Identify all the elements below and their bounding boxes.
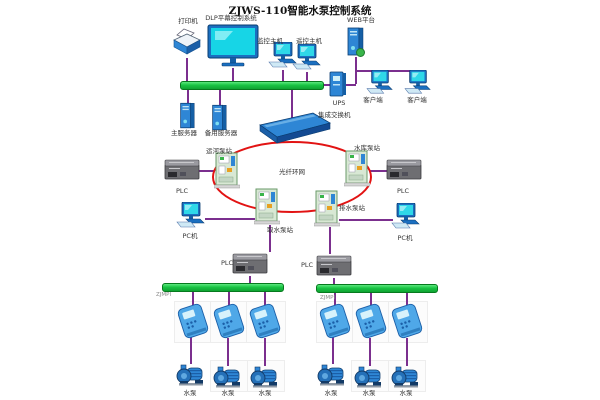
printer-icon xyxy=(171,28,203,58)
connector xyxy=(282,70,284,82)
connector xyxy=(291,88,293,119)
ups-label: UPS xyxy=(332,99,346,107)
field-bus-left-label: ZJMPI xyxy=(156,292,172,298)
connector xyxy=(186,58,188,82)
field-plc-icon-right xyxy=(316,252,352,280)
connector xyxy=(187,88,189,104)
connector xyxy=(369,170,387,172)
client-icon xyxy=(404,70,432,96)
field-plc-left-label: PLC xyxy=(220,259,234,267)
pump-label: 水泵 xyxy=(221,389,235,397)
pump-label: 水泵 xyxy=(258,389,272,397)
pump-label: 水泵 xyxy=(362,389,376,397)
pump-label: 水泵 xyxy=(183,389,197,397)
vfd-icon xyxy=(176,303,210,339)
connector xyxy=(190,336,192,364)
pump-label: 水泵 xyxy=(324,389,338,397)
client-label: 客户端 xyxy=(363,96,383,104)
plc-icon-right xyxy=(386,156,422,184)
pc-icon-right xyxy=(391,203,421,231)
client-label: 客户端 xyxy=(407,96,427,104)
station-reservoir-label: 水库泵站 xyxy=(354,144,380,152)
station-cabinet-reservoir xyxy=(344,150,370,188)
remote-host-label: 遥控主机 xyxy=(296,37,322,45)
web-platform-label: WEB平台 xyxy=(347,16,375,24)
field-bus-right-label: ZJMPI xyxy=(320,295,336,301)
station-cabinet-drain xyxy=(314,190,340,228)
vfd-icon xyxy=(248,303,282,339)
dlp-label: DLP平幕控制系统 xyxy=(205,14,257,22)
connector xyxy=(333,278,335,286)
fiber-ring xyxy=(212,141,372,213)
pump-label: 水泵 xyxy=(399,389,413,397)
vfd-icon xyxy=(318,303,352,339)
pump-icon xyxy=(317,362,347,388)
connector xyxy=(264,289,266,306)
monitor-host-label: 监控主机 xyxy=(257,37,283,45)
connector xyxy=(406,290,408,306)
main-server-label: 主服务器 xyxy=(171,129,197,137)
plc-left-label: PLC xyxy=(175,187,189,195)
remote-host-icon xyxy=(292,44,322,72)
ups-icon xyxy=(328,70,348,98)
main-server-icon xyxy=(177,102,197,130)
connector xyxy=(264,338,266,366)
plc-icon-left xyxy=(164,156,200,184)
connector xyxy=(228,289,230,306)
pc-icon-left xyxy=(176,202,206,230)
connector xyxy=(249,276,251,284)
station-drain-label: 排水泵站 xyxy=(339,204,365,212)
station-intake-label: 取水泵站 xyxy=(267,226,293,234)
connector xyxy=(219,88,221,106)
connector xyxy=(334,290,336,306)
dlp-screen-icon xyxy=(207,24,259,68)
vfd-icon xyxy=(390,303,424,339)
globe-icon xyxy=(356,48,365,57)
connector xyxy=(199,170,215,172)
client-icon xyxy=(366,70,394,96)
connector xyxy=(192,289,194,306)
connector xyxy=(339,219,393,221)
vfd-icon xyxy=(354,303,388,339)
plc-right-label: PLC xyxy=(396,187,410,195)
connector xyxy=(329,227,331,254)
switch-label: 集成交换机 xyxy=(318,111,351,119)
connector xyxy=(370,290,372,306)
lan-bus xyxy=(180,81,324,90)
connector xyxy=(227,338,229,366)
connector xyxy=(332,336,334,364)
pump-icon xyxy=(391,364,421,390)
printer-label: 打印机 xyxy=(178,17,198,25)
connector xyxy=(205,218,255,220)
field-plc-right-label: PLC xyxy=(300,261,314,269)
backup-server-label: 备用服务器 xyxy=(204,129,238,137)
connector xyxy=(406,338,408,366)
backup-server-icon xyxy=(209,104,229,132)
connector xyxy=(269,225,271,252)
vfd-icon xyxy=(212,303,246,339)
field-bus-right xyxy=(316,284,438,293)
station-cabinet-intake xyxy=(254,188,280,226)
fiber-ring-label: 光纤环网 xyxy=(279,168,305,176)
connector xyxy=(232,68,234,82)
pump-icon xyxy=(250,364,280,390)
page-title: ZJWS-110智能水泵控制系统 xyxy=(228,5,372,17)
connector xyxy=(369,338,371,366)
field-bus-left xyxy=(162,283,284,292)
pc-left-label: PC机 xyxy=(182,232,198,240)
pump-icon xyxy=(213,364,243,390)
pump-icon xyxy=(354,364,384,390)
connector xyxy=(306,72,308,82)
station-canal-label: 运河泵站 xyxy=(206,147,232,155)
field-plc-icon-left xyxy=(232,250,268,278)
station-cabinet-canal xyxy=(214,152,240,190)
pc-right-label: PC机 xyxy=(397,234,413,242)
pump-icon xyxy=(176,362,206,388)
